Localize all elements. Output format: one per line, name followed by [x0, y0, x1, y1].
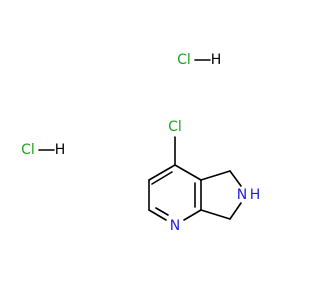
hcl-left-chlorine: Cl: [21, 142, 35, 158]
bond-n1-c7a: [183, 209, 202, 221]
pyridine-nitrogen-label: N: [170, 218, 180, 234]
bond-c4a-c4: [174, 164, 202, 181]
bond-c2-n1-inner: [155, 207, 169, 216]
hcl-top-hydrogen: H: [211, 52, 222, 68]
bond-c5-n6: [229, 170, 242, 187]
bond-n6-c7: [229, 202, 242, 220]
bond-c4-c3-inner: [151, 171, 173, 185]
bond-c4a-c5: [200, 170, 231, 181]
molecule-bonds: [148, 136, 242, 221]
hcl-top-chlorine: Cl: [177, 52, 191, 68]
chemical-structure-diagram: Cl H Cl H Cl N N H: [21, 52, 260, 234]
hcl-fragment-left: Cl H: [21, 142, 65, 158]
hcl-fragment-top: Cl H: [177, 52, 221, 68]
molecule-atom-labels: Cl N N H: [168, 119, 260, 234]
ring-chlorine-label: Cl: [168, 119, 182, 135]
hcl-left-hydrogen: H: [55, 142, 66, 158]
amine-nitrogen-label: N: [237, 187, 247, 203]
bond-c4-c3: [148, 164, 176, 181]
bond-c7-c7a: [200, 209, 231, 220]
bond-c2-n1: [148, 209, 167, 221]
amine-hydrogen-label: H: [250, 187, 261, 203]
